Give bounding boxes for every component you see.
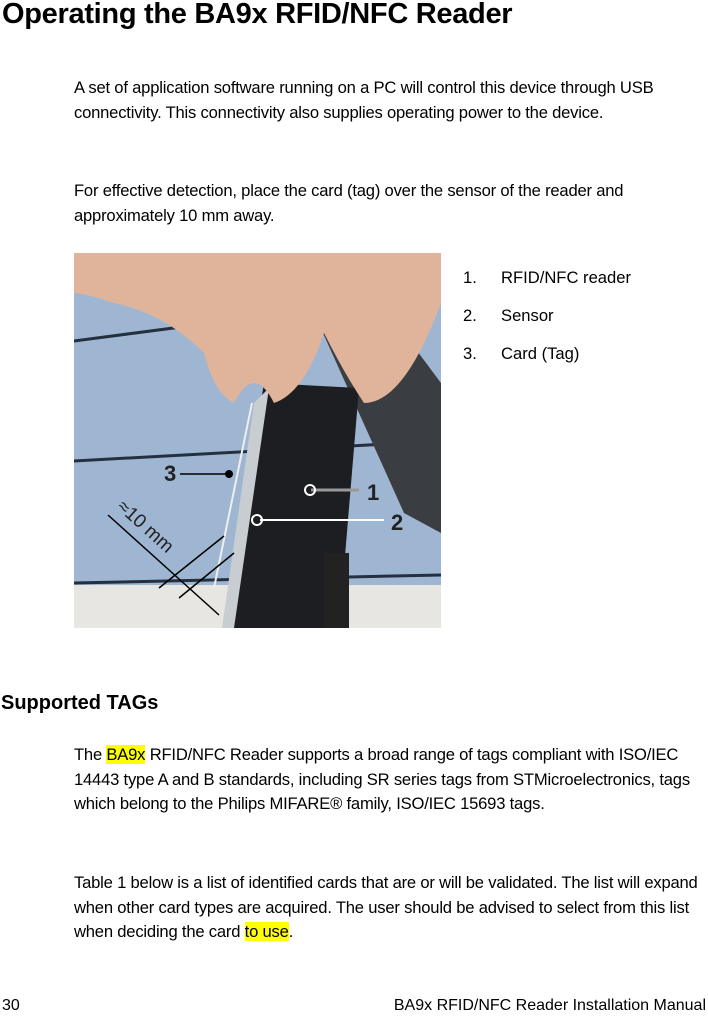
footer-doc-title: BA9x RFID/NFC Reader Installation Manual [393, 997, 706, 1014]
section-paragraph-1: The BA9x RFID/NFC Reader supports a broa… [74, 745, 690, 813]
page-title: Operating the BA9x RFID/NFC Reader [2, 0, 513, 30]
section-paragraph-2: Table 1 below is a list of identified ca… [74, 873, 698, 941]
page-number: 30 [2, 997, 20, 1014]
intro-paragraph-1: A set of application software running on… [74, 78, 654, 122]
legend-item: 3.Card (Tag) [463, 344, 580, 363]
legend-item: 2.Sensor [463, 306, 554, 325]
highlighted-text: BA9x [106, 745, 146, 764]
intro-paragraph-2: For effective detection, place the card … [74, 181, 624, 225]
legend-item: 1.RFID/NFC reader [463, 268, 632, 287]
reader-photo: 3 1 2 ≈10 mm [74, 253, 441, 628]
callout-3: 3 [164, 461, 176, 486]
callout-2: 2 [391, 510, 403, 535]
section-heading: Supported TAGs [1, 692, 159, 714]
callout-1: 1 [367, 480, 379, 505]
highlighted-text: to use [244, 922, 289, 941]
